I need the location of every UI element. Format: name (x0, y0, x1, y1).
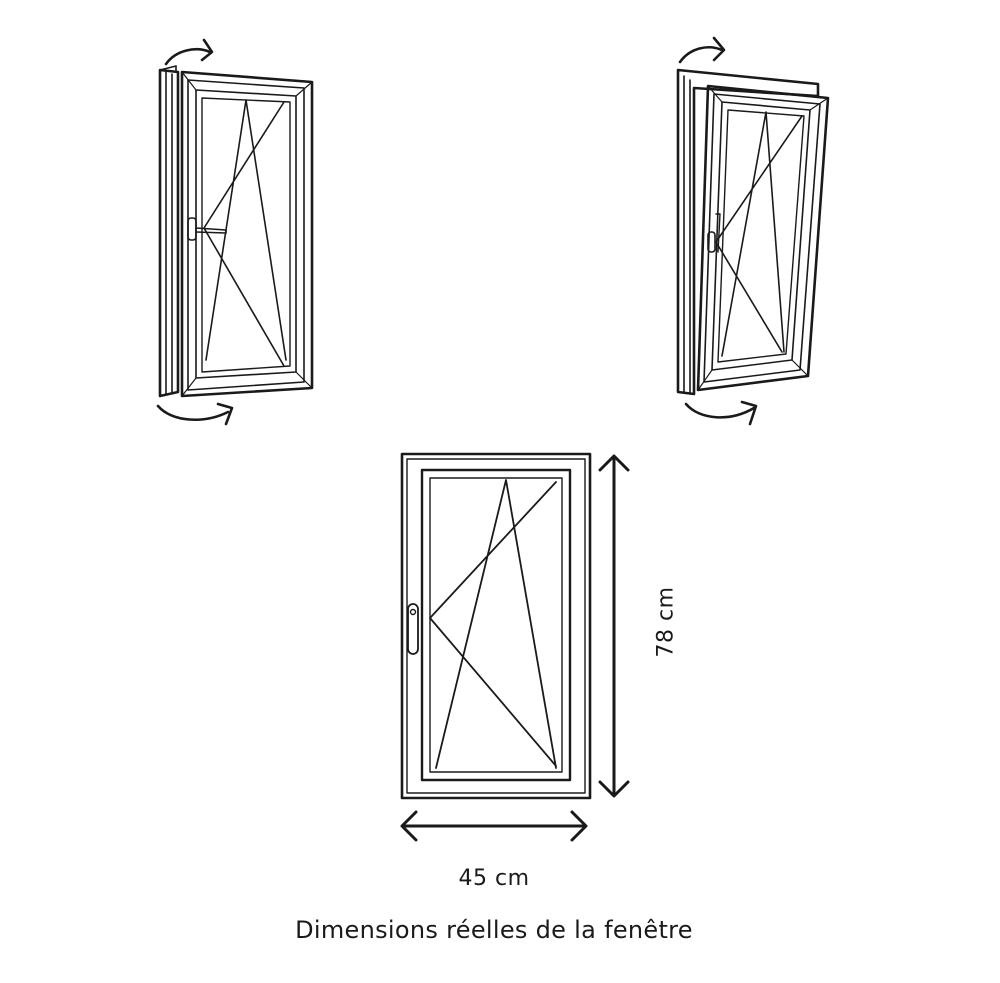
width-label: 45 cm (458, 866, 530, 891)
handle-icon (707, 231, 716, 253)
curved-arrow-icon (678, 46, 724, 64)
curved-arrow-icon (156, 404, 230, 422)
double-arrow-icon (400, 810, 588, 842)
front-window-frame (400, 452, 592, 800)
handle-icon (187, 217, 197, 241)
tilt-window-opening-lines (715, 111, 803, 357)
front-view-window (400, 452, 592, 800)
curved-arrow-icon (164, 48, 212, 66)
tilt-window-frame (676, 68, 820, 396)
front-window-sash (420, 468, 572, 782)
tilt-opening-window (676, 36, 830, 426)
height-label: 78 cm (653, 586, 679, 658)
turn-opening-window (156, 38, 314, 426)
handle-icon (407, 603, 419, 655)
double-arrow-icon (598, 454, 630, 798)
front-window-opening-lines (429, 479, 557, 769)
caption: Dimensions réelles de la fenêtre (295, 916, 693, 944)
curved-arrow-icon (684, 402, 756, 419)
turn-window-frame (158, 68, 180, 398)
